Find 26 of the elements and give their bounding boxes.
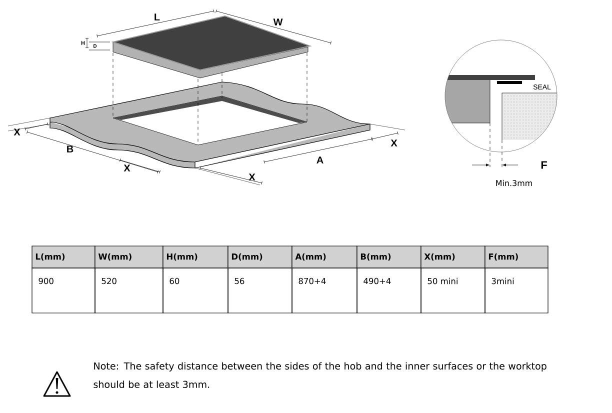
table-header-cell: B(mm) [356,246,422,268]
table-cell: 900 [32,268,96,314]
dimension-label: X [14,128,20,136]
table-header-cell: F(mm) [484,246,548,268]
table-cell: 490+4 [356,268,422,314]
table-header-cell: A(mm) [292,246,358,268]
table-header-cell: D(mm) [228,246,292,268]
note-text: Note: The safety distance between the sides of the hob and the inner surfaces or the worktop should be at least 3mm. [94,362,546,388]
table-header-cell: H(mm) [162,246,228,268]
dimension-label: X [124,164,130,172]
dimension-label: X [248,174,256,180]
dimension-label: F [541,161,547,169]
table-header-cell: X(mm) [420,246,486,268]
table-cell: 56 [228,268,292,314]
table-header-cell: L(mm) [32,246,96,268]
table-cell: 870+4 [292,268,358,314]
table-cell: 60 [162,268,228,314]
dimension-label: W [273,18,283,26]
table-cell: 520 [94,268,164,314]
dimension-label: L [154,14,160,20]
table-header-cell: W(mm) [94,246,164,268]
dimension-label: A [316,156,324,164]
dimension-label: B [67,146,74,152]
table-cell: 3mini [484,268,548,314]
dimension-label: X [390,140,398,146]
table-cell: 50 mini [420,268,486,314]
